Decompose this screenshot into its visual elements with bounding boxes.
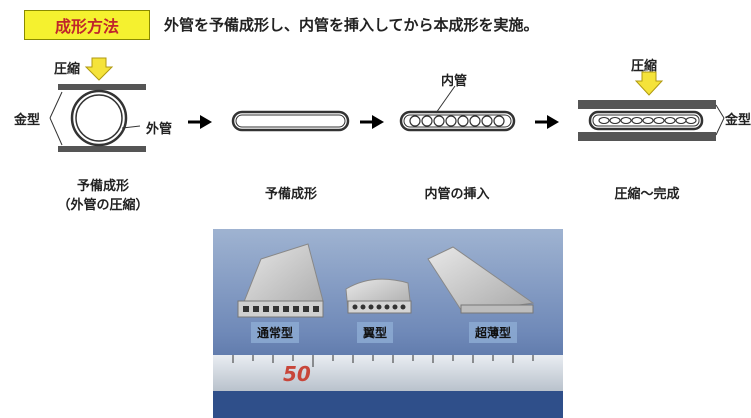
step-caption-3: 内管の挿入: [424, 187, 490, 202]
upper-die: [58, 84, 146, 90]
ruler-number: 50: [283, 362, 311, 386]
lower-die: [58, 146, 146, 152]
upper-die-final: [578, 100, 716, 109]
die-label-2: 金型: [725, 113, 751, 128]
method-badge: 成形方法: [24, 10, 150, 40]
flattened-tube: [231, 110, 350, 132]
step4-figure: [578, 71, 725, 141]
inner-tube-label: 内管: [441, 74, 468, 89]
forming-process-diagram: [49, 57, 725, 152]
sample-thin: [427, 246, 535, 314]
compress-arrow-1: [84, 57, 114, 81]
step1-figure: [49, 57, 146, 152]
flow-arrow-3: [535, 115, 559, 129]
inner-tubes: [409, 115, 505, 127]
compress-label-1: 圧縮: [54, 62, 81, 77]
outer-tube-label: 外管: [146, 122, 173, 137]
lower-die-final: [578, 132, 716, 141]
ruler: [213, 355, 563, 391]
outer-tube-round: [70, 89, 128, 147]
headline: 外管を予備成形し、内管を挿入してから本成形を実施。: [164, 16, 539, 34]
label-wing-type: 翼型: [357, 322, 394, 343]
step-caption-2: 予備成形: [264, 187, 317, 202]
step-caption-1: 予備成形 （外管の圧縮）: [48, 175, 158, 213]
flow-arrow-2: [360, 115, 384, 129]
compress-arrow-2: [634, 71, 664, 96]
step1-line2: （外管の圧縮）: [57, 198, 149, 213]
compress-label-2: 圧縮: [631, 59, 658, 74]
step-caption-4: 圧縮～完成: [614, 187, 680, 202]
step3-figure: [399, 85, 516, 132]
label-thin-type: 超薄型: [469, 322, 518, 343]
step1-line1: 予備成形: [76, 179, 129, 194]
flow-arrow-1: [188, 115, 212, 129]
step2-figure: [231, 110, 350, 132]
die-label-1: 金型: [14, 113, 41, 128]
label-normal-type: 通常型: [251, 322, 300, 343]
sample-photo: 通常型 翼型 超薄型 50: [213, 229, 563, 418]
